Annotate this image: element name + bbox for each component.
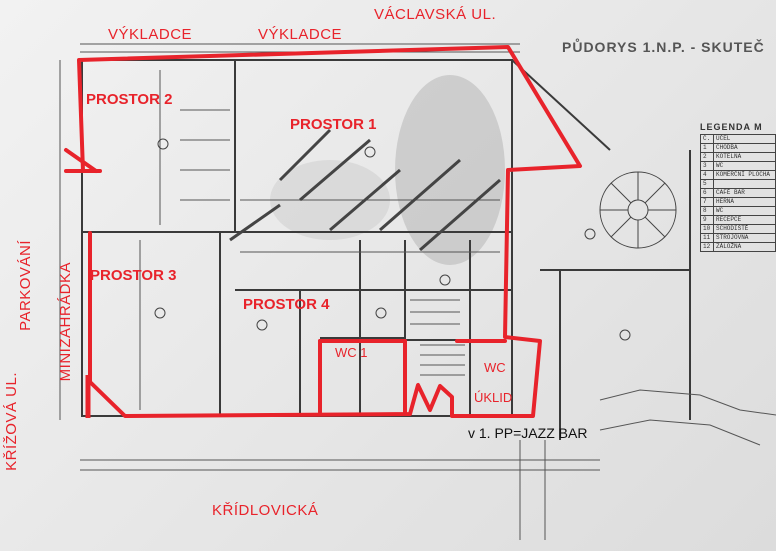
legend-row-purpose: WC bbox=[713, 161, 776, 171]
plan-walls bbox=[81, 59, 691, 440]
legend-row-purpose: ZÁLOŽNA bbox=[713, 242, 776, 252]
room-label-wc-1: WC 1 bbox=[335, 345, 368, 360]
legend-row-number: 10 bbox=[700, 224, 714, 234]
legend-row-number: 1 bbox=[700, 143, 714, 153]
legend-header-purpose: ÚČEL bbox=[713, 134, 776, 144]
basement-note: v 1. PP=JAZZ BAR bbox=[468, 425, 588, 441]
legend-row-purpose: SCHODIŠTĚ bbox=[713, 224, 776, 234]
legend-row-purpose: HERNA bbox=[713, 197, 776, 207]
legend-header-number: Č. bbox=[700, 134, 714, 144]
street-label-vaclavska: VÁCLAVSKÁ UL. bbox=[374, 6, 497, 23]
plan-inner-lines bbox=[139, 70, 500, 410]
room-label-prostor-4: PROSTOR 4 bbox=[243, 296, 330, 313]
room-label-prostor-2: PROSTOR 2 bbox=[86, 91, 173, 108]
street-label-minizahradka: MINIZAHRÁDKA bbox=[57, 262, 74, 382]
street-label-parkovani: PARKOVÁNÍ bbox=[17, 240, 34, 331]
room-label-prostor-1: PROSTOR 1 bbox=[290, 116, 377, 133]
legend-row-number: 9 bbox=[700, 215, 714, 225]
legend-row-number: 8 bbox=[700, 206, 714, 216]
legend-row-number: 11 bbox=[700, 233, 714, 243]
street-label-vyklady-left: VÝKLADCE bbox=[108, 26, 193, 43]
street-label-kridlovicka: KŘÍDLOVICKÁ bbox=[212, 502, 319, 519]
room-label-wc-2: WC bbox=[484, 360, 506, 375]
room-number-circles bbox=[154, 138, 631, 341]
rented-area-outline bbox=[64, 45, 582, 418]
legend-row-number: 2 bbox=[700, 152, 714, 162]
legend-row-purpose: CHODBA bbox=[713, 143, 776, 153]
room-label-prostor-3: PROSTOR 3 bbox=[90, 267, 177, 284]
legend-row-purpose: CAFÉ BAR bbox=[713, 188, 776, 198]
legend-row-purpose bbox=[713, 179, 776, 189]
street-label-krizova: KŘÍŽOVÁ UL. bbox=[3, 372, 20, 471]
legend-header-row: Č. ÚČEL bbox=[700, 134, 776, 144]
neighbor-building bbox=[519, 389, 776, 540]
legend-row-purpose: WC bbox=[713, 206, 776, 216]
legend-row-number: 6 bbox=[700, 188, 714, 198]
street-label-vyklady-middle: VÝKLADCE bbox=[258, 26, 343, 43]
legend-title: LEGENDA M bbox=[700, 122, 763, 132]
spiral-staircase bbox=[599, 171, 677, 249]
legend-row-number: 7 bbox=[700, 197, 714, 207]
legend-row-number: 3 bbox=[700, 161, 714, 171]
legend-row-purpose: RECEPCE bbox=[713, 215, 776, 225]
legend-row-number: 4 bbox=[700, 170, 714, 180]
legend-row-purpose: KOTELNA bbox=[713, 152, 776, 162]
legend-row-purpose: KOMERČNÍ PLOCHA bbox=[713, 170, 776, 180]
room-label-uklid: ÚKLID bbox=[474, 390, 513, 405]
plan-title: PŮDORYS 1.N.P. - SKUTEČ bbox=[562, 39, 765, 55]
plan-hatching bbox=[229, 128, 501, 252]
legend-row-number: 12 bbox=[700, 242, 714, 252]
legend-row-purpose: STROJOVNA bbox=[713, 233, 776, 243]
legend-row: 5 bbox=[700, 179, 776, 189]
legend-row-number: 5 bbox=[700, 179, 714, 189]
